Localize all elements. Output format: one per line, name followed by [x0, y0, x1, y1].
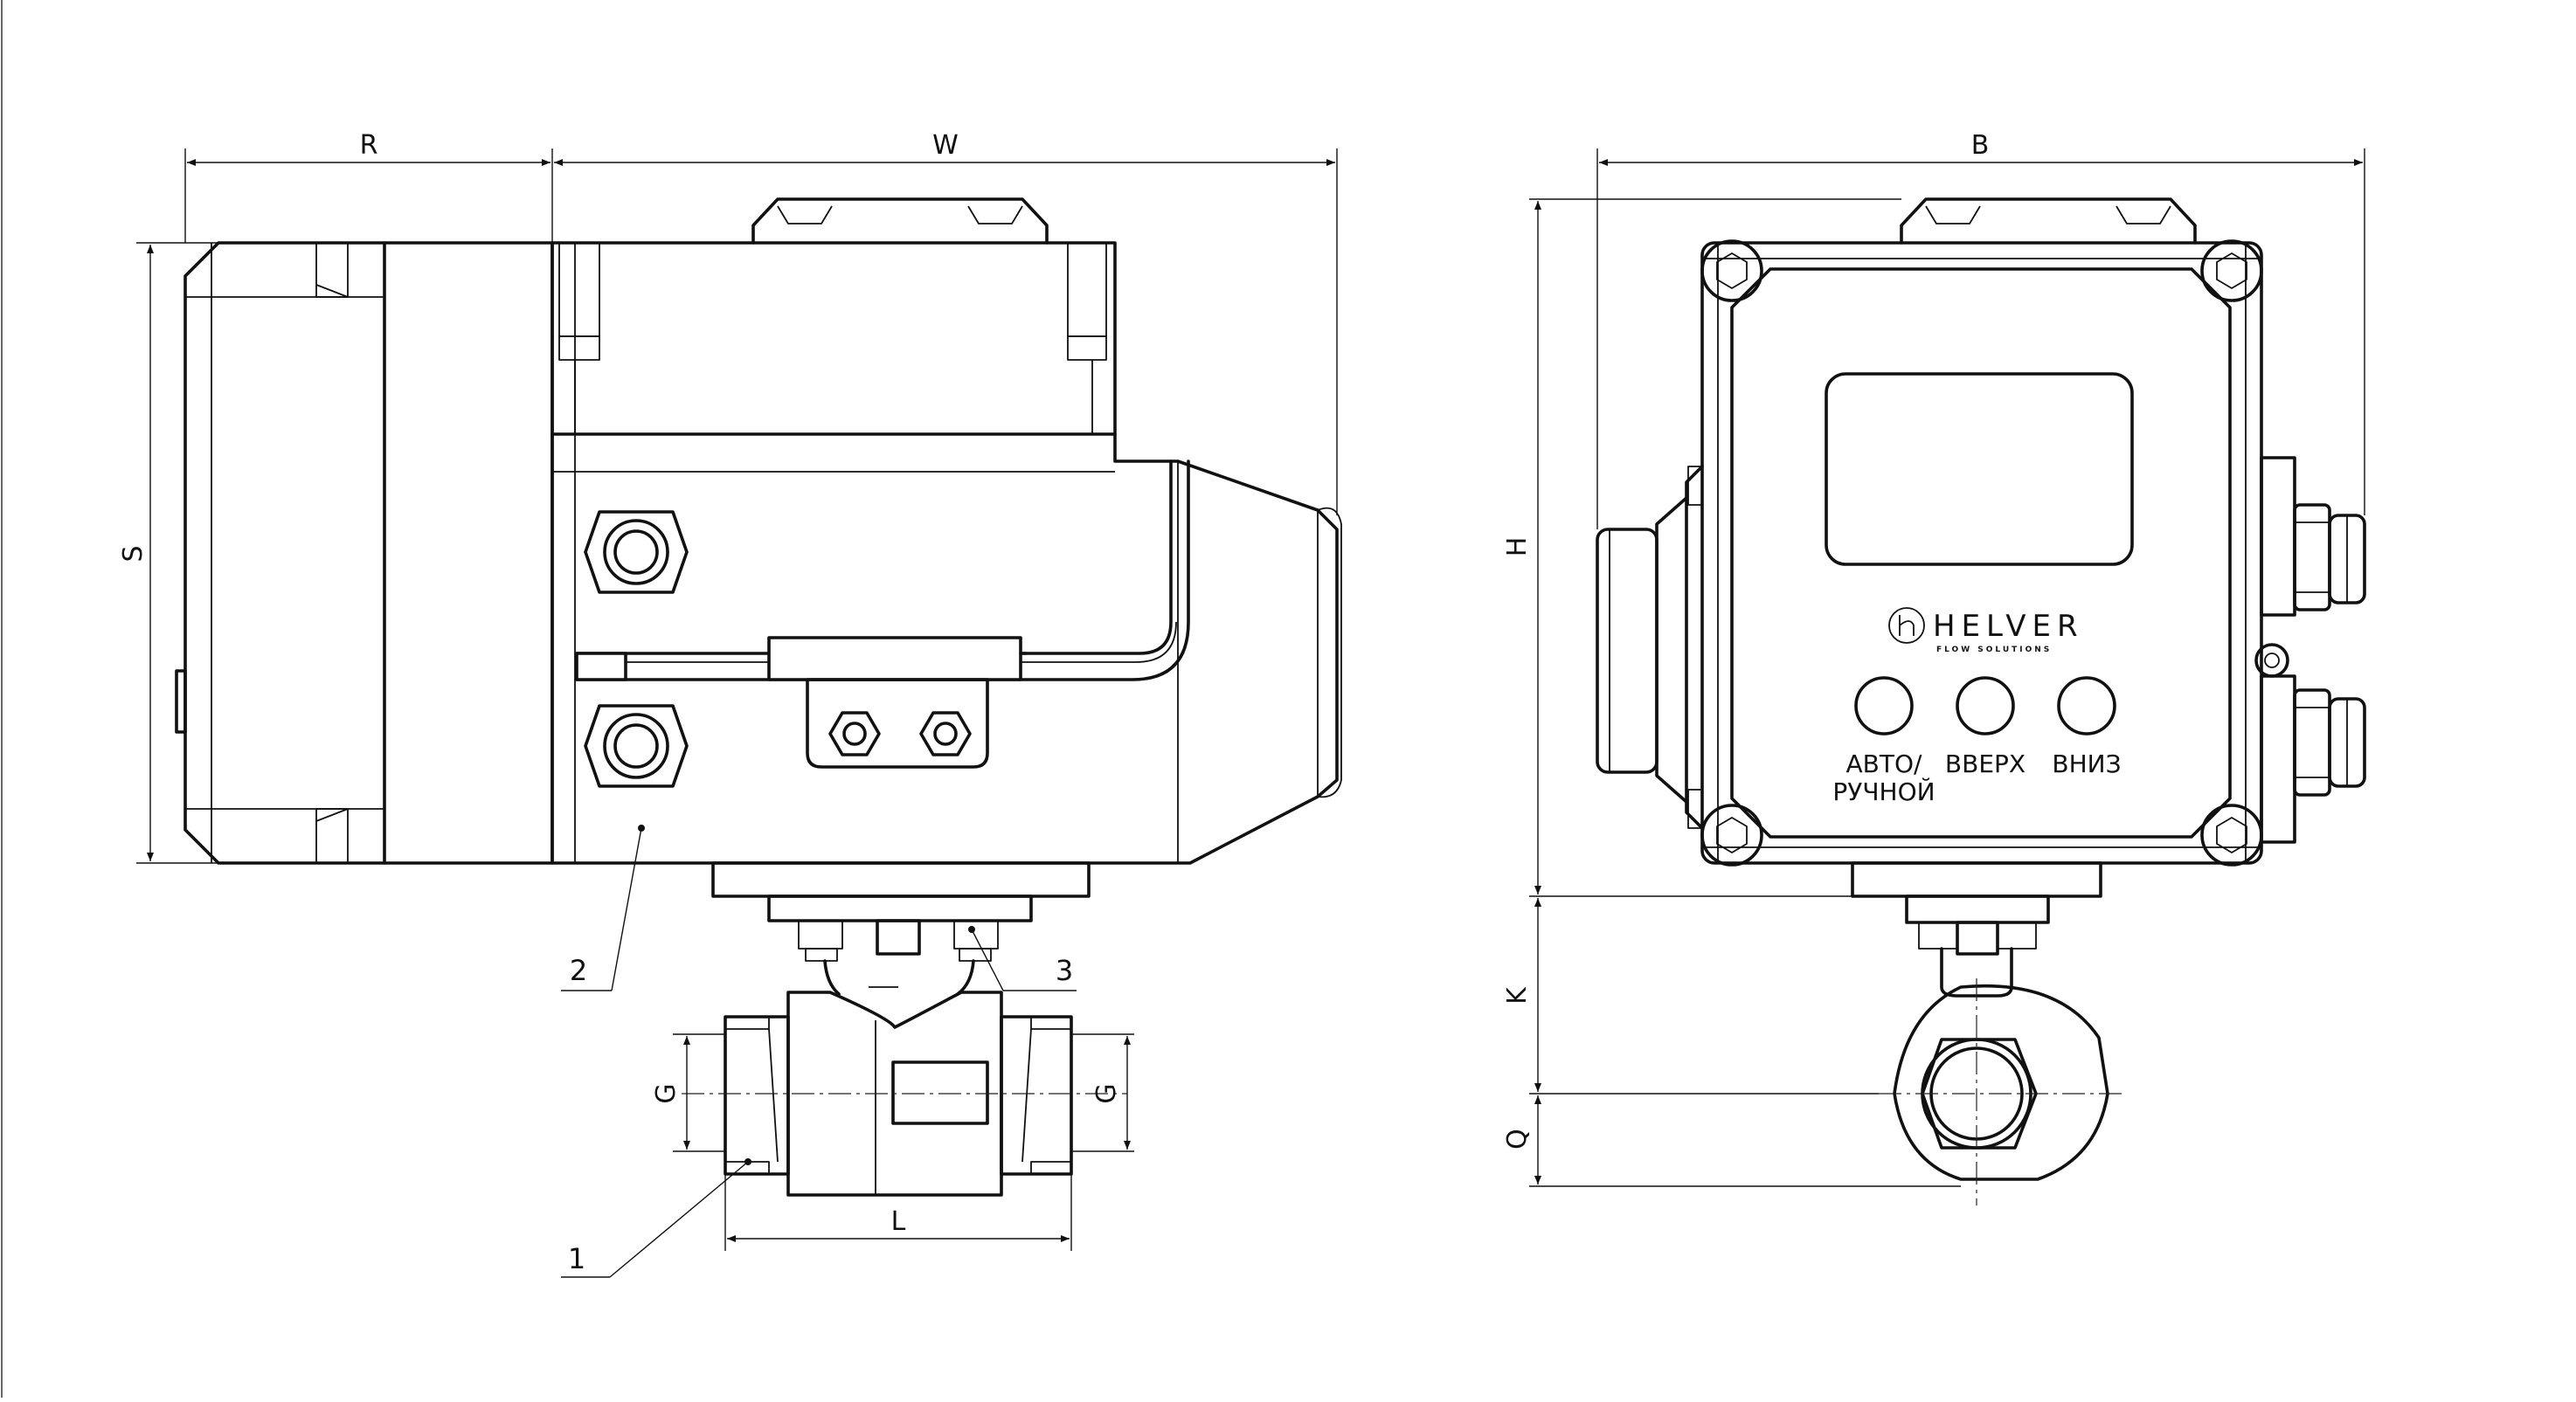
dimension-k: K [1502, 898, 1879, 1095]
front-mounting-flange [1851, 861, 2102, 998]
dimension-label-g-right: G [1091, 1083, 1122, 1103]
front-motor-cap [1596, 465, 1704, 830]
dimension-label-w: W [932, 130, 959, 161]
button-down[interactable]: ВНИЗ [2052, 676, 2122, 778]
ball-valve-front [1879, 978, 2123, 1205]
button-label-up: ВВЕРХ [1945, 749, 2025, 778]
dimension-q: Q [1502, 1095, 1961, 1187]
heater-tube [575, 459, 1190, 681]
dimension-r: R [184, 130, 553, 243]
dimension-g-left: G [651, 1033, 725, 1152]
dimension-label-q: Q [1502, 1129, 1533, 1150]
dimension-w: W [554, 130, 1338, 515]
dimension-l: L [724, 1174, 1072, 1251]
dimension-label-r: R [360, 130, 378, 161]
callout-1: 1 [561, 1158, 751, 1278]
button-up[interactable]: ВВЕРХ [1945, 676, 2025, 778]
corner-screw-top-right [2200, 239, 2263, 302]
motor-cap [175, 241, 554, 865]
callout-label-2: 2 [570, 954, 587, 987]
brand-name: HELVER [1933, 609, 2084, 644]
brand-logo: HELVER FLOW SOLUTIONS [1888, 607, 2084, 654]
front-terminal-nut [2254, 643, 2289, 678]
dimension-label-h: H [1502, 537, 1533, 557]
dimension-label-b: B [1971, 130, 1990, 161]
brand-subtitle: FLOW SOLUTIONS [1936, 646, 2052, 654]
display-window [1825, 372, 2134, 566]
front-cable-gland-lower [2260, 674, 2366, 844]
callout-label-1: 1 [568, 1242, 585, 1275]
dimension-label-l: L [891, 1206, 906, 1237]
front-view: HELVER FLOW SOLUTIONS АВТО/ РУЧНОЙ ВВЕРХ… [1502, 130, 2366, 1205]
dimension-label-k: K [1502, 986, 1533, 1005]
ball-valve-side [682, 986, 1127, 1197]
cable-gland-upper [584, 510, 689, 594]
callout-2: 2 [561, 825, 645, 991]
cable-gland-lower [584, 704, 689, 788]
mounting-flange [711, 861, 1091, 996]
dimension-g-right: G [1071, 1033, 1134, 1152]
terminal-bracket [806, 678, 989, 769]
button-label-down: ВНИЗ [2052, 749, 2121, 778]
corner-screw-bottom-left [1700, 804, 1763, 867]
dimension-s: S [118, 242, 218, 864]
button-label-auto-line2: РУЧНОЙ [1832, 777, 1935, 806]
dimension-h: H [1502, 198, 1901, 897]
dimension-b: B [1596, 130, 2365, 529]
helver-logo-icon [1888, 607, 1925, 644]
button-auto-manual[interactable]: АВТО/ РУЧНОЙ [1832, 676, 1935, 806]
actuator-housing [551, 197, 1342, 865]
side-view: R W S G G [118, 130, 1342, 1278]
dimension-label-g-left: G [651, 1083, 682, 1103]
button-label-auto-line1: АВТО/ [1846, 749, 1923, 778]
dimension-label-s: S [118, 545, 149, 562]
corner-screw-bottom-right [2200, 804, 2263, 867]
callout-3: 3 [971, 929, 1077, 991]
front-cable-gland-upper [2260, 456, 2366, 617]
front-top-bracket [1900, 197, 2197, 245]
callout-label-3: 3 [1056, 954, 1073, 987]
corner-screw-top-left [1700, 239, 1763, 302]
